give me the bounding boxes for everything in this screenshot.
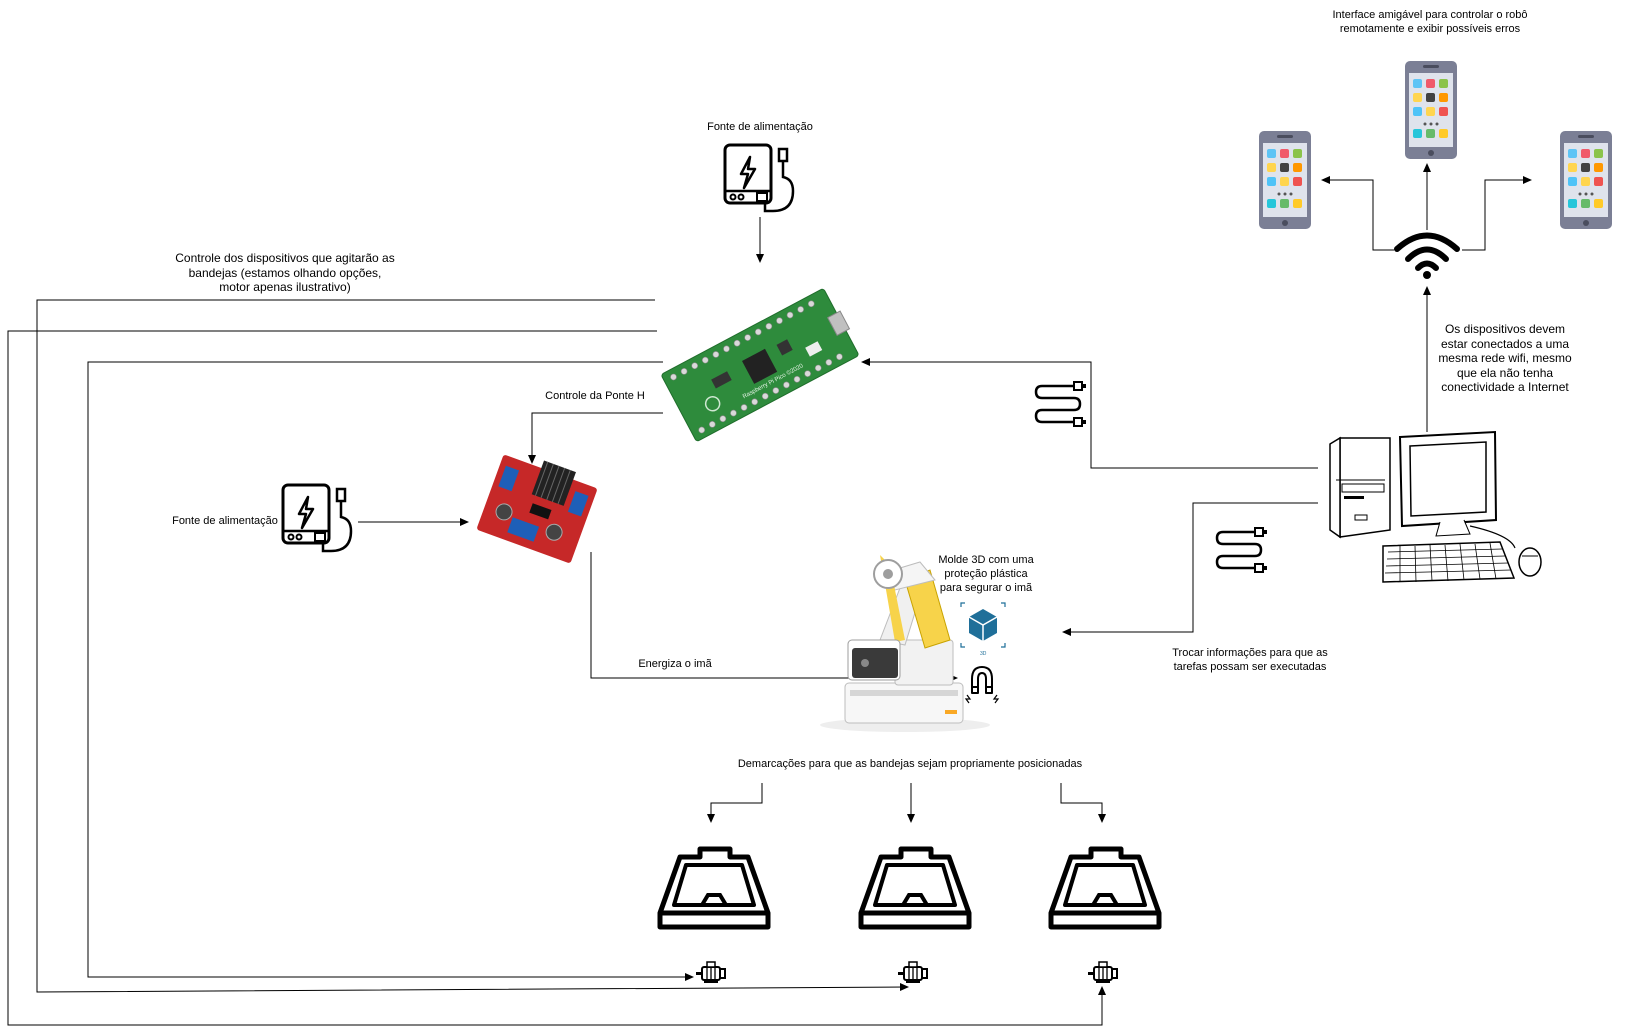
motor-icon-3	[1087, 961, 1118, 984]
desktop-computer	[1329, 430, 1542, 583]
tray-icon-2	[861, 849, 969, 927]
power-bank-icon-top	[723, 143, 795, 213]
3d-cube-icon: 3D	[960, 602, 1006, 657]
label-exchange-info: Trocar informações para que as tarefas p…	[1172, 647, 1328, 673]
tray-icon-3	[1051, 849, 1159, 927]
label-tray-markings: Demarcações para que as bandejas sejam p…	[737, 758, 1083, 770]
label-tray-devices-control: Controle dos dispositivos que agitarão a…	[175, 251, 395, 294]
label-power-left: Fonte de alimentação	[172, 515, 278, 527]
h-bridge-driver-board	[477, 455, 597, 563]
motor-icon-1	[695, 961, 726, 984]
label-energize-magnet: Energiza o imã	[638, 658, 712, 670]
label-power-top: Fonte de alimentação	[707, 121, 813, 133]
motor-icon-2	[897, 961, 928, 984]
robot-arm	[820, 555, 990, 732]
smartphone-icon-left	[1259, 131, 1311, 229]
svg-text:3D: 3D	[980, 651, 987, 657]
usb-cable-icon-robot	[1215, 526, 1269, 574]
label-mold-3d: Molde 3D com uma proteção plástica para …	[938, 554, 1034, 594]
magnet-icon	[964, 666, 1000, 704]
smartphone-icon-right	[1560, 131, 1612, 229]
label-app-interface: Interface amigável para controlar o robô…	[1332, 9, 1528, 35]
tray-icon-1	[660, 849, 768, 927]
wifi-icon	[1394, 232, 1460, 279]
label-wifi-note: Os dispositivos devem estar conectados a…	[1438, 322, 1572, 394]
smartphone-icon-center	[1405, 61, 1457, 159]
raspberry-pi-pico-board: Raspberry Pi Pico ©2020	[661, 288, 859, 442]
usb-cable-icon-pico	[1034, 380, 1088, 428]
label-hbridge-control: Controle da Ponte H	[545, 390, 645, 402]
connectors	[7, 163, 1532, 1026]
power-bank-icon-left	[281, 483, 353, 553]
